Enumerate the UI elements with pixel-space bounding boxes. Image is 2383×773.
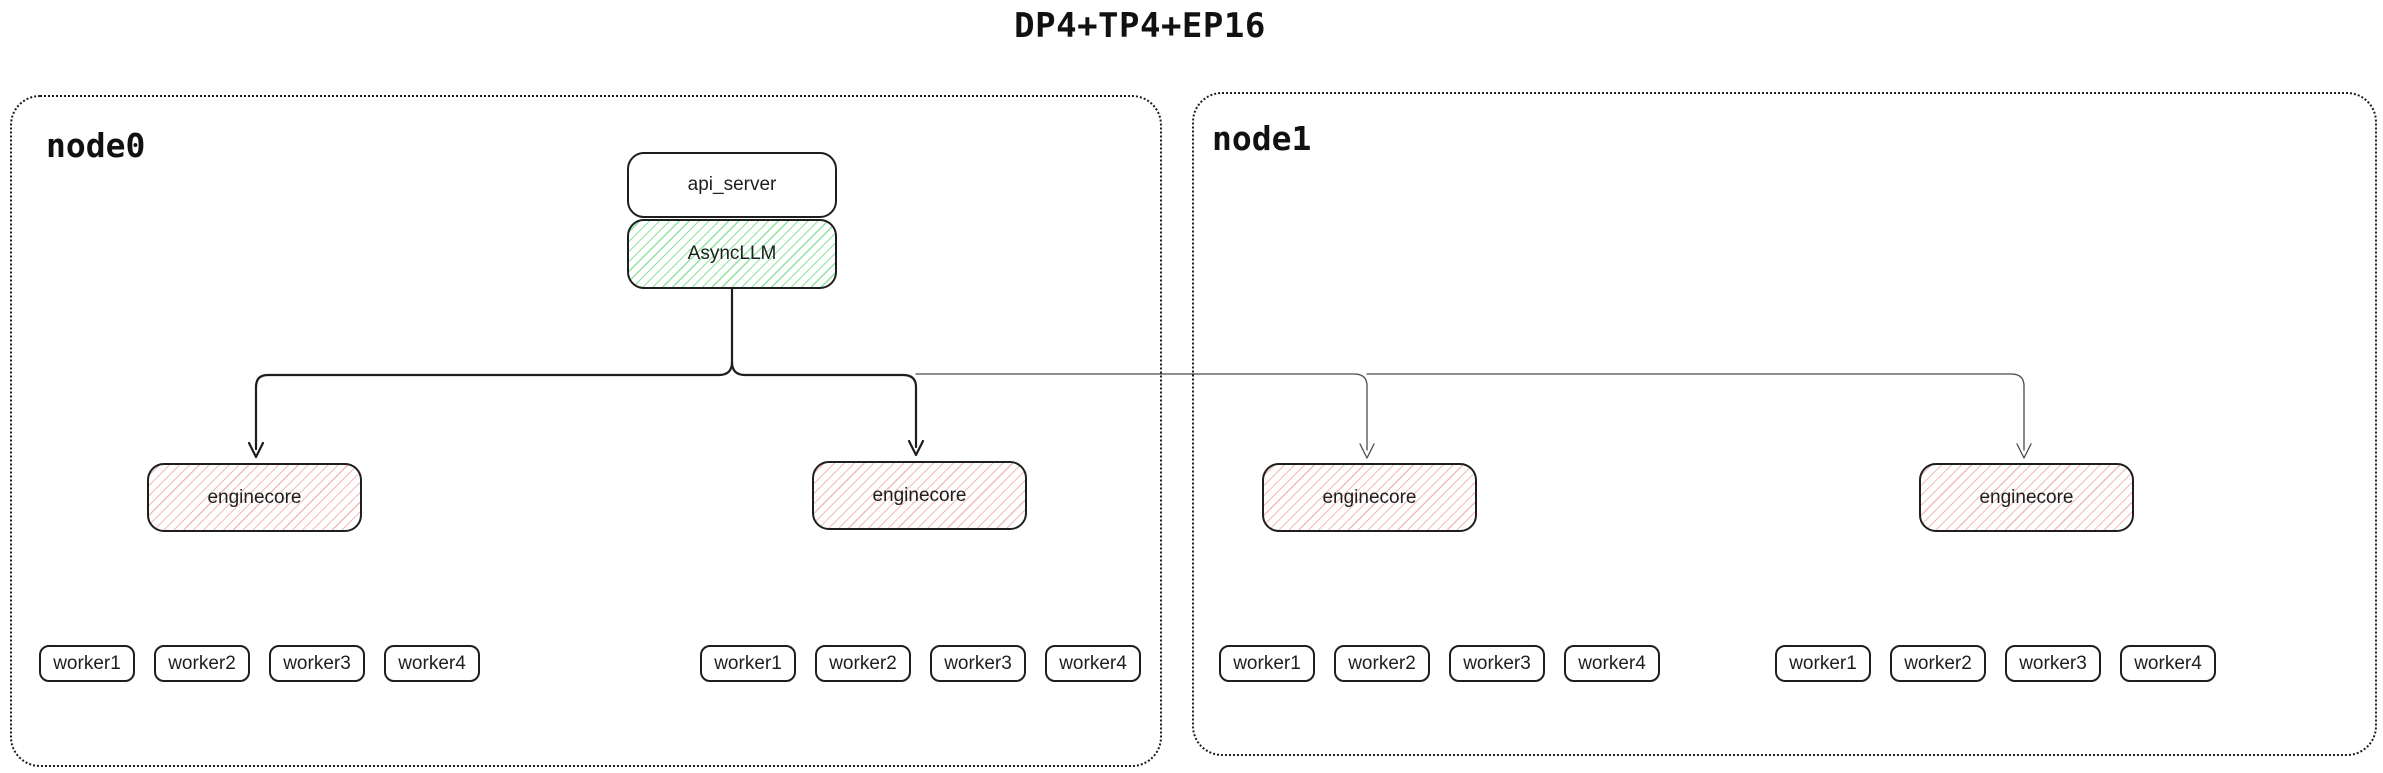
worker-box: worker3	[2005, 645, 2101, 682]
node0-worker-group1: worker1 worker2 worker3 worker4	[39, 645, 480, 682]
worker-box: worker2	[1890, 645, 1986, 682]
node1-worker-group1: worker1 worker2 worker3 worker4	[1219, 645, 1660, 682]
worker-box: worker1	[1775, 645, 1871, 682]
worker-box: worker2	[815, 645, 911, 682]
enginecore-label: enginecore	[1322, 486, 1417, 508]
node1-enginecore1-box: enginecore	[1262, 463, 1477, 532]
worker-box: worker3	[930, 645, 1026, 682]
asyncllm-label: AsyncLLM	[687, 243, 777, 264]
node1-worker-group2: worker1 worker2 worker3 worker4	[1775, 645, 2216, 682]
worker-box: worker3	[269, 645, 365, 682]
worker-box: worker2	[154, 645, 250, 682]
worker-box: worker4	[2120, 645, 2216, 682]
node0-worker-group2: worker1 worker2 worker3 worker4	[700, 645, 1141, 682]
asyncllm-box: AsyncLLM	[627, 219, 837, 289]
api-server-label: api_server	[687, 174, 777, 195]
node0-enginecore1-box: enginecore	[147, 463, 362, 532]
node1-enginecore2-box: enginecore	[1919, 463, 2134, 532]
worker-box: worker1	[1219, 645, 1315, 682]
node1-container: node1 enginecore enginecore worker1 work…	[1192, 92, 2377, 756]
worker-box: worker1	[39, 645, 135, 682]
api-server-box: api_server	[627, 152, 837, 218]
node0-enginecore2-box: enginecore	[812, 461, 1027, 530]
worker-box: worker4	[384, 645, 480, 682]
worker-box: worker4	[1045, 645, 1141, 682]
worker-box: worker3	[1449, 645, 1545, 682]
enginecore-label: enginecore	[1979, 486, 2074, 508]
worker-box: worker1	[700, 645, 796, 682]
worker-box: worker2	[1334, 645, 1430, 682]
diagram-title: DP4+TP4+EP16	[1014, 6, 1266, 46]
node0-label: node0	[46, 126, 146, 165]
enginecore-label: enginecore	[207, 486, 302, 508]
node1-label: node1	[1212, 119, 1312, 158]
worker-box: worker4	[1564, 645, 1660, 682]
enginecore-label: enginecore	[872, 484, 967, 506]
node0-container: node0 api_server AsyncLLM enginecore eng…	[10, 95, 1162, 767]
